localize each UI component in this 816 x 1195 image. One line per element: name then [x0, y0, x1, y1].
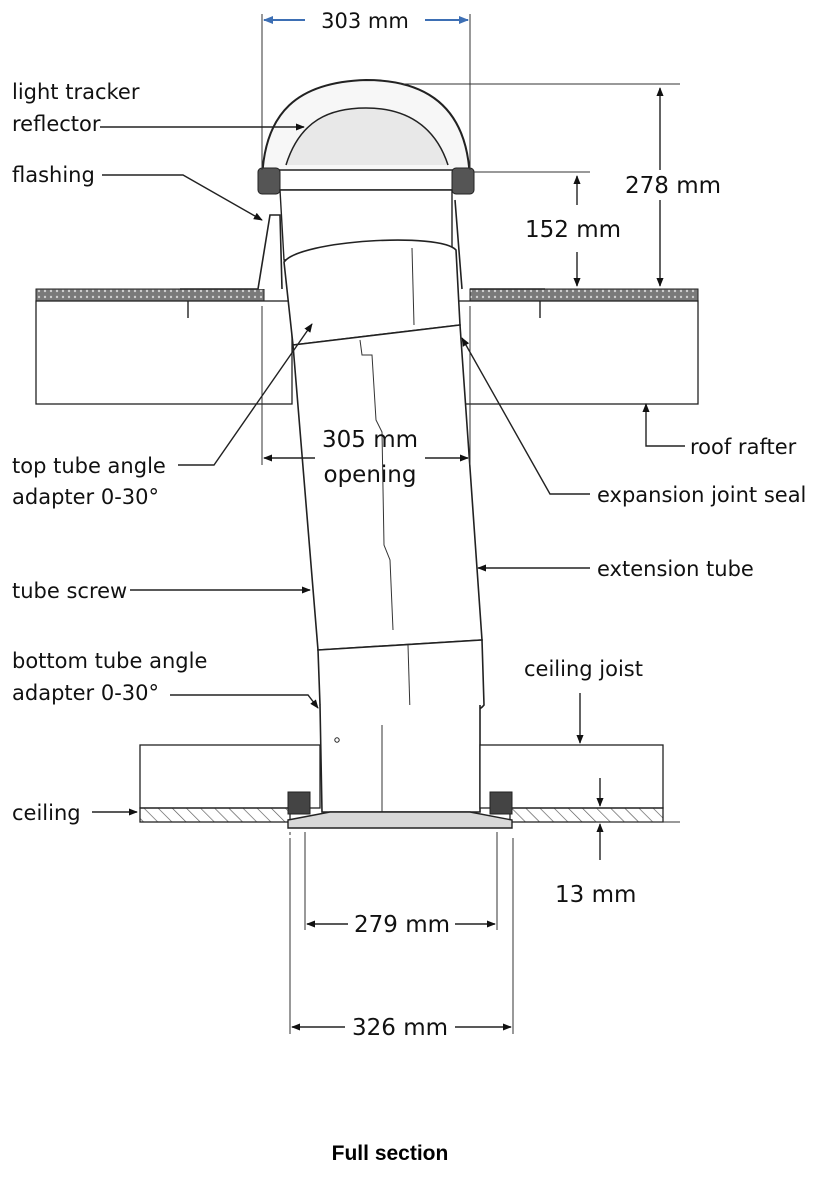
- tube-assembly: [283, 239, 485, 813]
- leader-lines: [92, 123, 590, 816]
- dim-13: 13 mm: [555, 882, 636, 908]
- dome-collar: [261, 169, 471, 191]
- dome-ring-right: [451, 167, 475, 195]
- label-ceiling-joist: ceiling joist: [524, 657, 643, 681]
- label-top-adapter-line1: top tube angle: [12, 454, 166, 478]
- dim-152: 152 mm: [525, 217, 621, 243]
- label-bottom-adapter-line2: adapter 0-30°: [12, 681, 159, 705]
- caption: Full section: [332, 1142, 449, 1165]
- label-reflector-line1: light tracker: [12, 80, 140, 104]
- roof-shingle-left: [35, 288, 265, 302]
- ceiling-board-left: [139, 807, 291, 823]
- roof-deck-right: [457, 300, 699, 405]
- label-extension-tube: extension tube: [597, 557, 754, 581]
- light-tracker-reflector: [285, 107, 449, 166]
- label-roof-rafter: roof rafter: [690, 435, 797, 459]
- flashing-right: [454, 199, 545, 290]
- label-bottom-adapter-line1: bottom tube angle: [12, 649, 207, 673]
- dome-ring-left: [257, 167, 281, 195]
- label-flashing: flashing: [12, 163, 95, 187]
- label-reflector-line2: reflector: [12, 112, 101, 136]
- dome-assembly: [257, 78, 475, 261]
- flashing-left: [180, 214, 283, 290]
- tube-seam: [359, 339, 394, 631]
- ceiling-board-right: [509, 807, 664, 823]
- diffuser-clip-right: [489, 791, 513, 815]
- dim-326: 326 mm: [352, 1015, 448, 1041]
- bottom-collar: [319, 704, 481, 813]
- dim-303: 303 mm: [321, 9, 409, 33]
- diffuser-lens: [287, 811, 513, 829]
- dim-opening-line2: opening: [324, 462, 417, 488]
- dim-opening-line1: 305 mm: [322, 427, 418, 453]
- roof-deck-left: [35, 300, 293, 405]
- dim-278: 278 mm: [625, 173, 721, 199]
- ceiling-assembly: [139, 744, 664, 829]
- label-expansion-joint-seal: expansion joint seal: [597, 483, 806, 507]
- labels: light tracker reflector flashing top tub…: [12, 9, 806, 1165]
- label-ceiling: ceiling: [12, 801, 81, 825]
- label-top-adapter-line2: adapter 0-30°: [12, 485, 159, 509]
- dimension-lines: [261, 14, 685, 1034]
- top-tube-angle-adapter: [283, 239, 461, 346]
- dim-279: 279 mm: [354, 912, 450, 938]
- diffuser-clip-left: [287, 791, 311, 815]
- roof-assembly: [35, 199, 699, 405]
- label-tube-screw: tube screw: [12, 579, 127, 603]
- roof-shingle-right: [469, 288, 699, 302]
